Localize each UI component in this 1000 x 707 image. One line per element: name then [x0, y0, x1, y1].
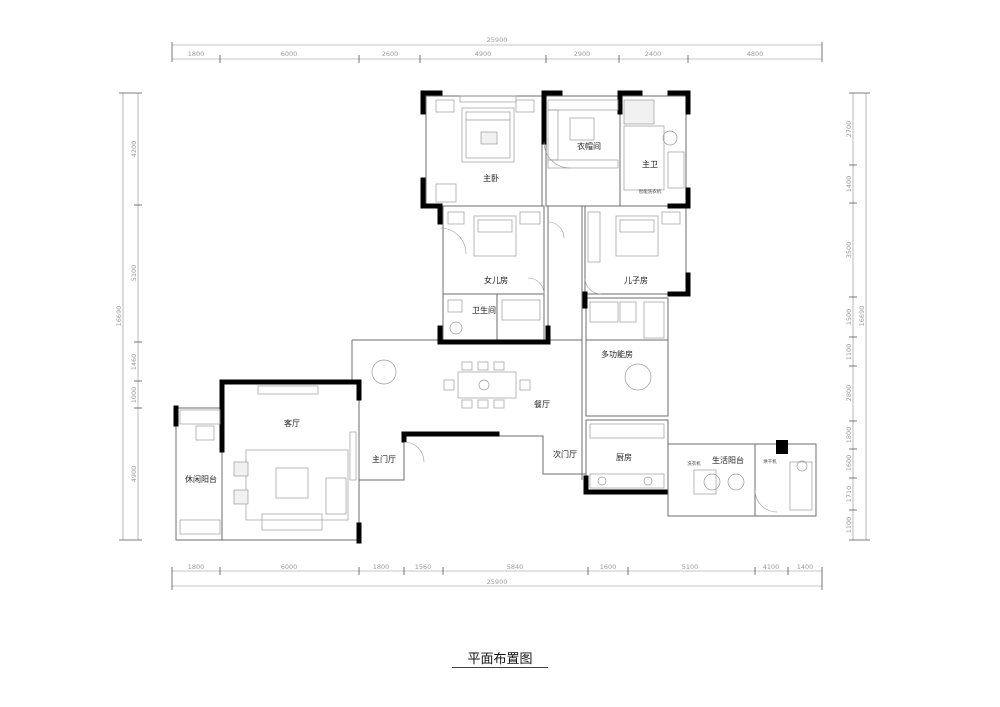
- bottom-seg-8: 4100: [763, 563, 780, 571]
- label-kitchen: 厨房: [616, 452, 632, 462]
- top-seg-3: 2600: [382, 50, 399, 58]
- top-total: 25900: [487, 36, 508, 44]
- left-seg-5: 4900: [130, 466, 138, 483]
- top-seg-2: 6000: [281, 50, 298, 58]
- label-service-balcony: 生活阳台: [712, 455, 744, 465]
- right-seg-3: 3500: [845, 242, 853, 259]
- bottom-seg-5: 5840: [507, 563, 524, 571]
- label-son-room: 儿子房: [624, 275, 648, 285]
- label-dining-room: 餐厅: [534, 400, 550, 409]
- label-walk-in-closet: 衣帽间: [577, 141, 601, 151]
- bottom-seg-4: 1560: [415, 563, 432, 571]
- label-bathroom: 卫生间: [472, 305, 496, 315]
- thin-walls: [175, 95, 817, 541]
- top-seg-5: 2900: [574, 50, 591, 58]
- bottom-seg-7: 5100: [682, 563, 699, 571]
- label-main-foyer: 主门厅: [372, 454, 396, 464]
- label-leisure-balcony: 休闲阳台: [185, 474, 217, 484]
- title-underline: [452, 667, 548, 668]
- right-total: 16690: [858, 306, 866, 327]
- label-daughter-room: 女儿房: [484, 275, 508, 285]
- label-dryer: 烘干机: [763, 458, 777, 465]
- top-seg-7: 4800: [747, 50, 764, 58]
- label-secondary-foyer: 次门厅: [553, 449, 577, 459]
- furniture: [179, 95, 813, 535]
- right-seg-7: 1800: [845, 427, 853, 444]
- right-seg-5: 1100: [845, 344, 853, 361]
- left-seg-1: 4200: [130, 141, 138, 158]
- bottom-seg-9: 1400: [797, 563, 814, 571]
- plan-title: 平面布置图: [467, 652, 533, 667]
- right-seg-1: 2700: [845, 121, 853, 138]
- left-seg-4: 1000: [130, 387, 138, 404]
- label-smart-toilet: 智能洗衣机: [639, 188, 662, 195]
- bottom-seg-3: 1800: [373, 563, 390, 571]
- right-seg-10: 1100: [845, 517, 853, 534]
- right-seg-2: 1400: [845, 176, 853, 193]
- dimension-bottom: 1800 6000 1800 1560 5840 1600 5100 4100 …: [171, 563, 823, 590]
- right-seg-9: 1710: [845, 486, 853, 503]
- label-washer: 洗衣机: [687, 460, 701, 467]
- top-seg-4: 4900: [475, 50, 492, 58]
- left-seg-3: 1460: [130, 354, 138, 371]
- label-master-bath: 主卫: [642, 159, 658, 169]
- bottom-seg-1: 1800: [188, 563, 205, 571]
- right-seg-4: 1500: [845, 309, 853, 326]
- bottom-total: 25900: [487, 578, 508, 586]
- bottom-seg-2: 6000: [281, 563, 298, 571]
- dimension-left: 16690 4200 5100 1460 1000 4900: [115, 92, 142, 541]
- bottom-seg-6: 1600: [600, 563, 617, 571]
- right-seg-8: 1600: [845, 455, 853, 472]
- doors: [403, 141, 778, 513]
- top-seg-1: 1800: [188, 50, 205, 58]
- label-multi-function-room: 多功能房: [601, 349, 633, 359]
- top-seg-6: 2400: [645, 50, 662, 58]
- label-living-room: 客厅: [284, 418, 300, 428]
- thick-walls: [173, 90, 788, 544]
- room-labels: 主卧 衣帽间 主卫 女儿房 儿子房 卫生间 多功能房 餐厅 客厅 休闲阳台 主门…: [185, 141, 777, 484]
- label-master-bedroom: 主卧: [483, 173, 499, 183]
- dimension-right: 2700 1400 3500 1500 1100 2800 1800 1600 …: [845, 92, 870, 541]
- right-seg-6: 2800: [845, 385, 853, 402]
- left-total: 16690: [115, 306, 123, 327]
- left-seg-2: 5100: [130, 265, 138, 282]
- dimension-top: 25900 1800 6000 2600 4900 2900 2400 4800: [171, 36, 823, 63]
